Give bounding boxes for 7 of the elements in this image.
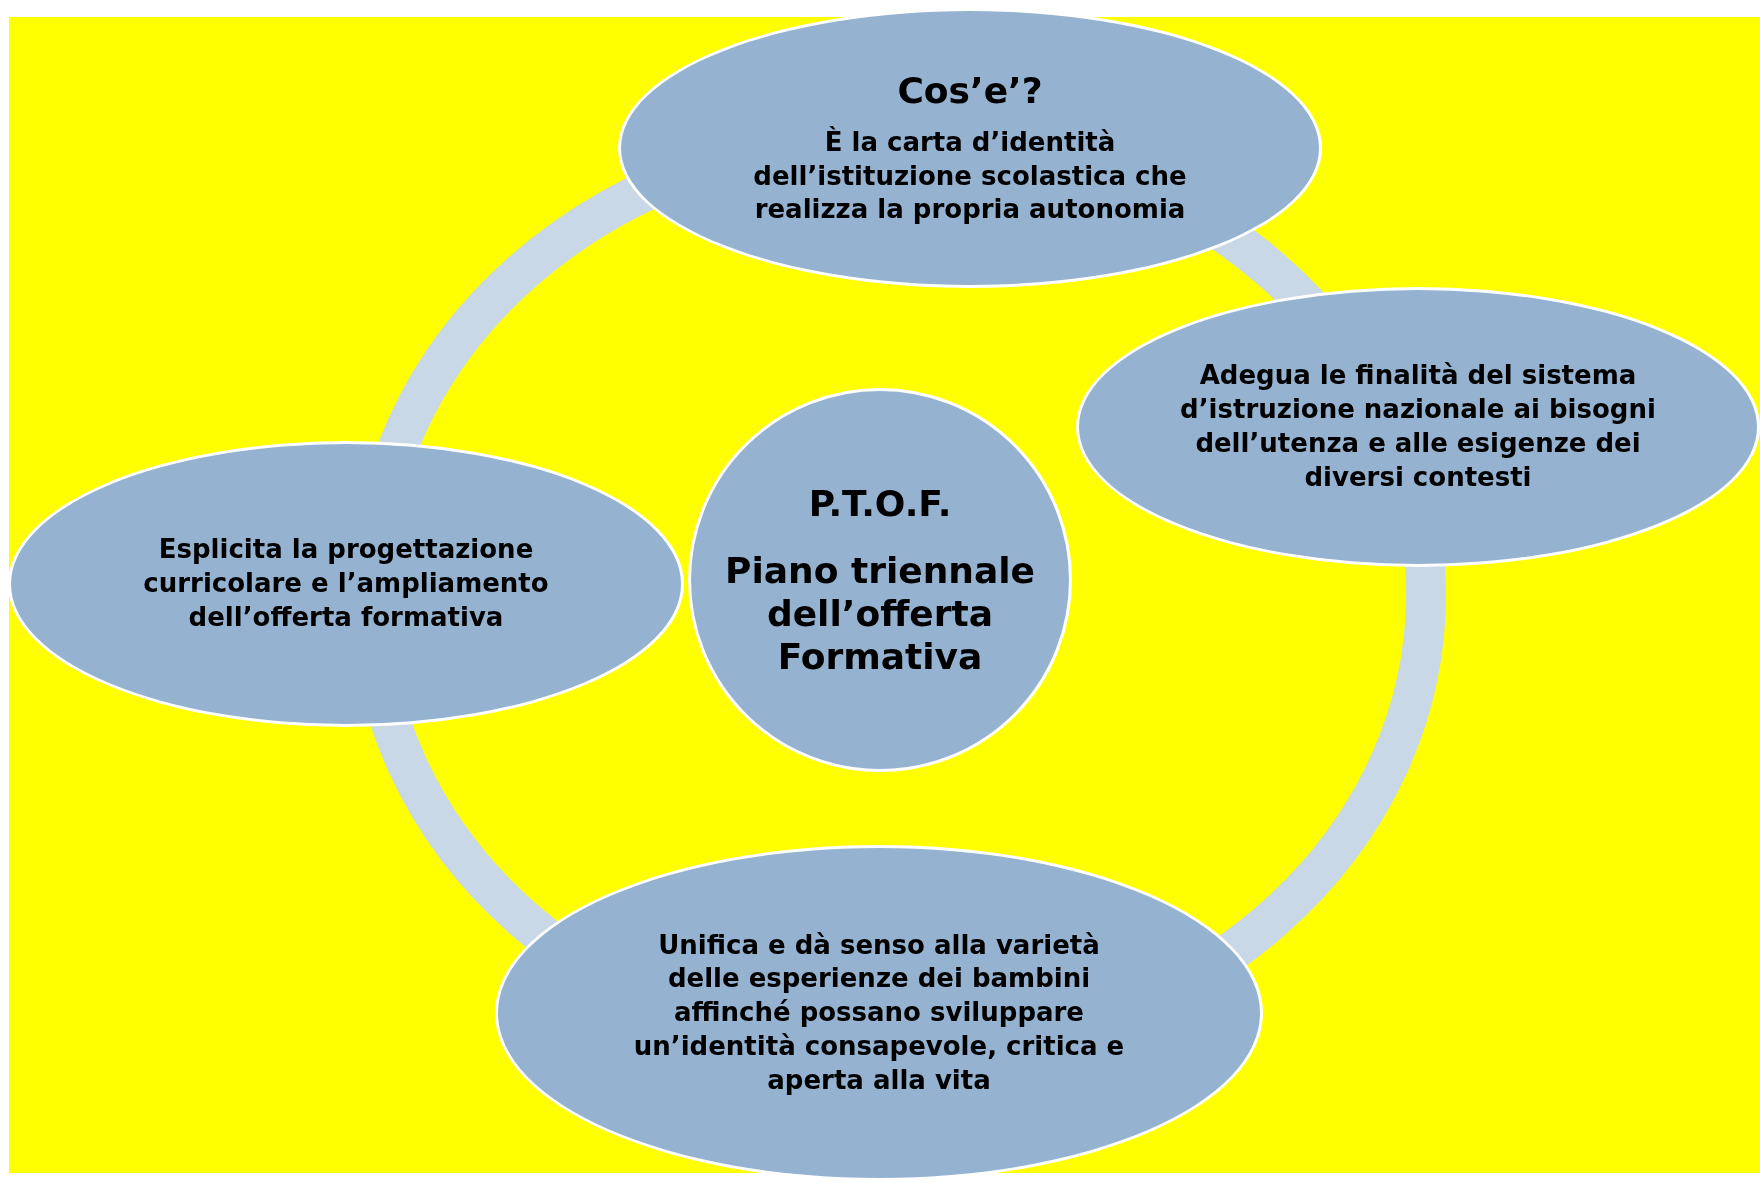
heading: Cos’e’? xyxy=(897,68,1043,112)
node-text: Adegua le finalità del sistema d’istruzione nazionale ai bisogni dell’utenza e alle esigenze dei diversi contesti xyxy=(1179,359,1657,494)
node-text: Piano triennale dell’offerta Formativa xyxy=(724,548,1036,679)
node-text: È la carta d’identità dell’istituzione scolastica che realizza la propria autonomia xyxy=(752,125,1188,227)
node-text: Unifica e dà senso alla varietà delle esperienze dei bambini affinché possano sviluppare un’identità consapevole, critica e aperta alla vita xyxy=(632,928,1126,1097)
node-text: Esplicita la progettazione curricolare e l’ampliamento dell’offerta formativa xyxy=(142,533,550,634)
heading: P.T.O.F. xyxy=(808,481,952,525)
